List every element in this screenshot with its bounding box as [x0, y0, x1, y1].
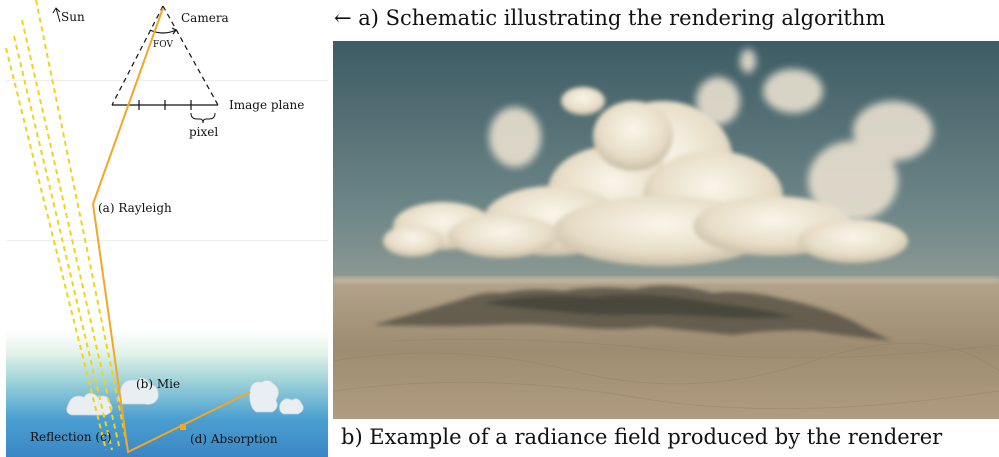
mie-label: (b) Mie: [136, 377, 180, 391]
rendering-schematic: Sun Camera FOV Image plane pixel (a) Ray…: [0, 0, 330, 457]
low-clouds: [66, 377, 304, 416]
camera-label: Camera: [181, 11, 229, 25]
absorption-label: (d) Absorption: [190, 432, 278, 446]
sun-arrow-icon: [52, 7, 61, 23]
absorption-marker: [180, 424, 186, 430]
traced-ray: [91, 7, 251, 454]
mountain-ridge: [373, 285, 893, 341]
caption-a: ← a) Schematic illustrating the renderin…: [334, 6, 886, 30]
cumulus-clouds: [383, 87, 908, 266]
sun-rays: [5, 0, 129, 451]
camera-frustum: [111, 5, 219, 110]
sun-label: Sun: [61, 10, 85, 24]
reflection-label: Reflection (c): [30, 430, 111, 444]
ground-texture: [333, 338, 999, 410]
rendered-radiance-field: [333, 41, 999, 419]
pixel-brace: [190, 112, 216, 124]
caption-b: b) Example of a radiance field produced …: [341, 425, 943, 449]
fov-label: FOV: [153, 40, 173, 50]
rayleigh-label: (a) Rayleigh: [98, 201, 172, 215]
wispy-clouds: [489, 49, 933, 221]
pixel-label: pixel: [189, 125, 218, 139]
image-plane-label: Image plane: [229, 98, 304, 112]
